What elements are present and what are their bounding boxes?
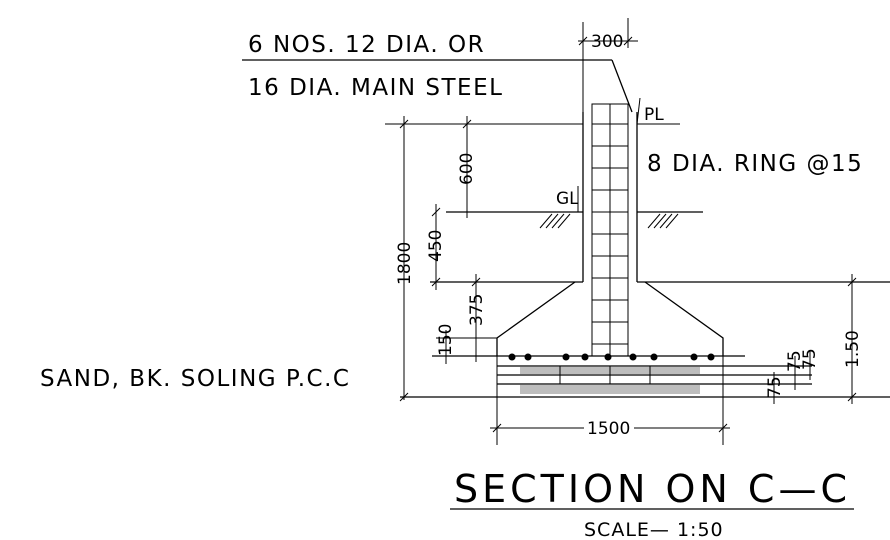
dim-375-tick [471,277,481,287]
dim-450-tick-bot [431,277,441,287]
dim-right-150-tick-top [847,277,857,287]
dim-right-75b-label: 75 [800,348,820,370]
gl-label: GL [556,189,579,209]
bottom-rebars [508,353,715,361]
dim-450-tick-top [431,207,441,217]
dim-375-label: 375 [467,294,487,326]
pcc-hatch-lower [520,385,700,394]
main-steel-note-line2: 16 DIA. MAIN STEEL [248,75,503,101]
dim-600-tick [462,119,472,129]
dim-150-label: 150 [436,324,456,356]
dim-1800-tick-top [399,119,409,129]
dim-bottom-75-label: 75 [765,376,785,398]
main-steel-leader [611,59,633,113]
dim-right-150-label: 1.50 [843,330,863,368]
dim-1500-tick-left [492,423,502,433]
dim-1800-tick-bot [399,392,409,402]
dim-1500-tick-right [718,423,728,433]
base-verticals [496,356,724,397]
footing-slope-left [496,281,576,356]
dim-right-150-tick-bot [847,392,857,402]
dim-1800-label: 1800 [395,242,415,285]
footing-slope-right [644,281,724,356]
dim-1500-label-bg [584,418,634,438]
ring-note: 8 DIA. RING @15 [647,151,863,177]
pl-label: PL [644,105,664,125]
soling-note: SAND, BK. SOLING P.C.C [40,366,350,392]
column-ties [592,123,628,345]
scale-label: SCALE— 1:50 [584,519,724,540]
pl-leader [636,97,641,125]
dim-1500-label: 1500 [587,419,630,439]
section-title: SECTION ON C—C [454,467,851,511]
col-dim-label: 300 [591,32,623,52]
col-dim-tick-left [578,36,588,46]
dim-600-label: 600 [457,153,477,185]
col-dim-tick-right [623,36,633,46]
dim-450-label: 450 [426,230,446,262]
ground-hatch-left [539,213,571,229]
ground-hatch-right [647,213,679,229]
main-steel-note-line1: 6 NOS. 12 DIA. OR [248,32,485,58]
dim-right-75a-label: 75 [785,350,805,372]
